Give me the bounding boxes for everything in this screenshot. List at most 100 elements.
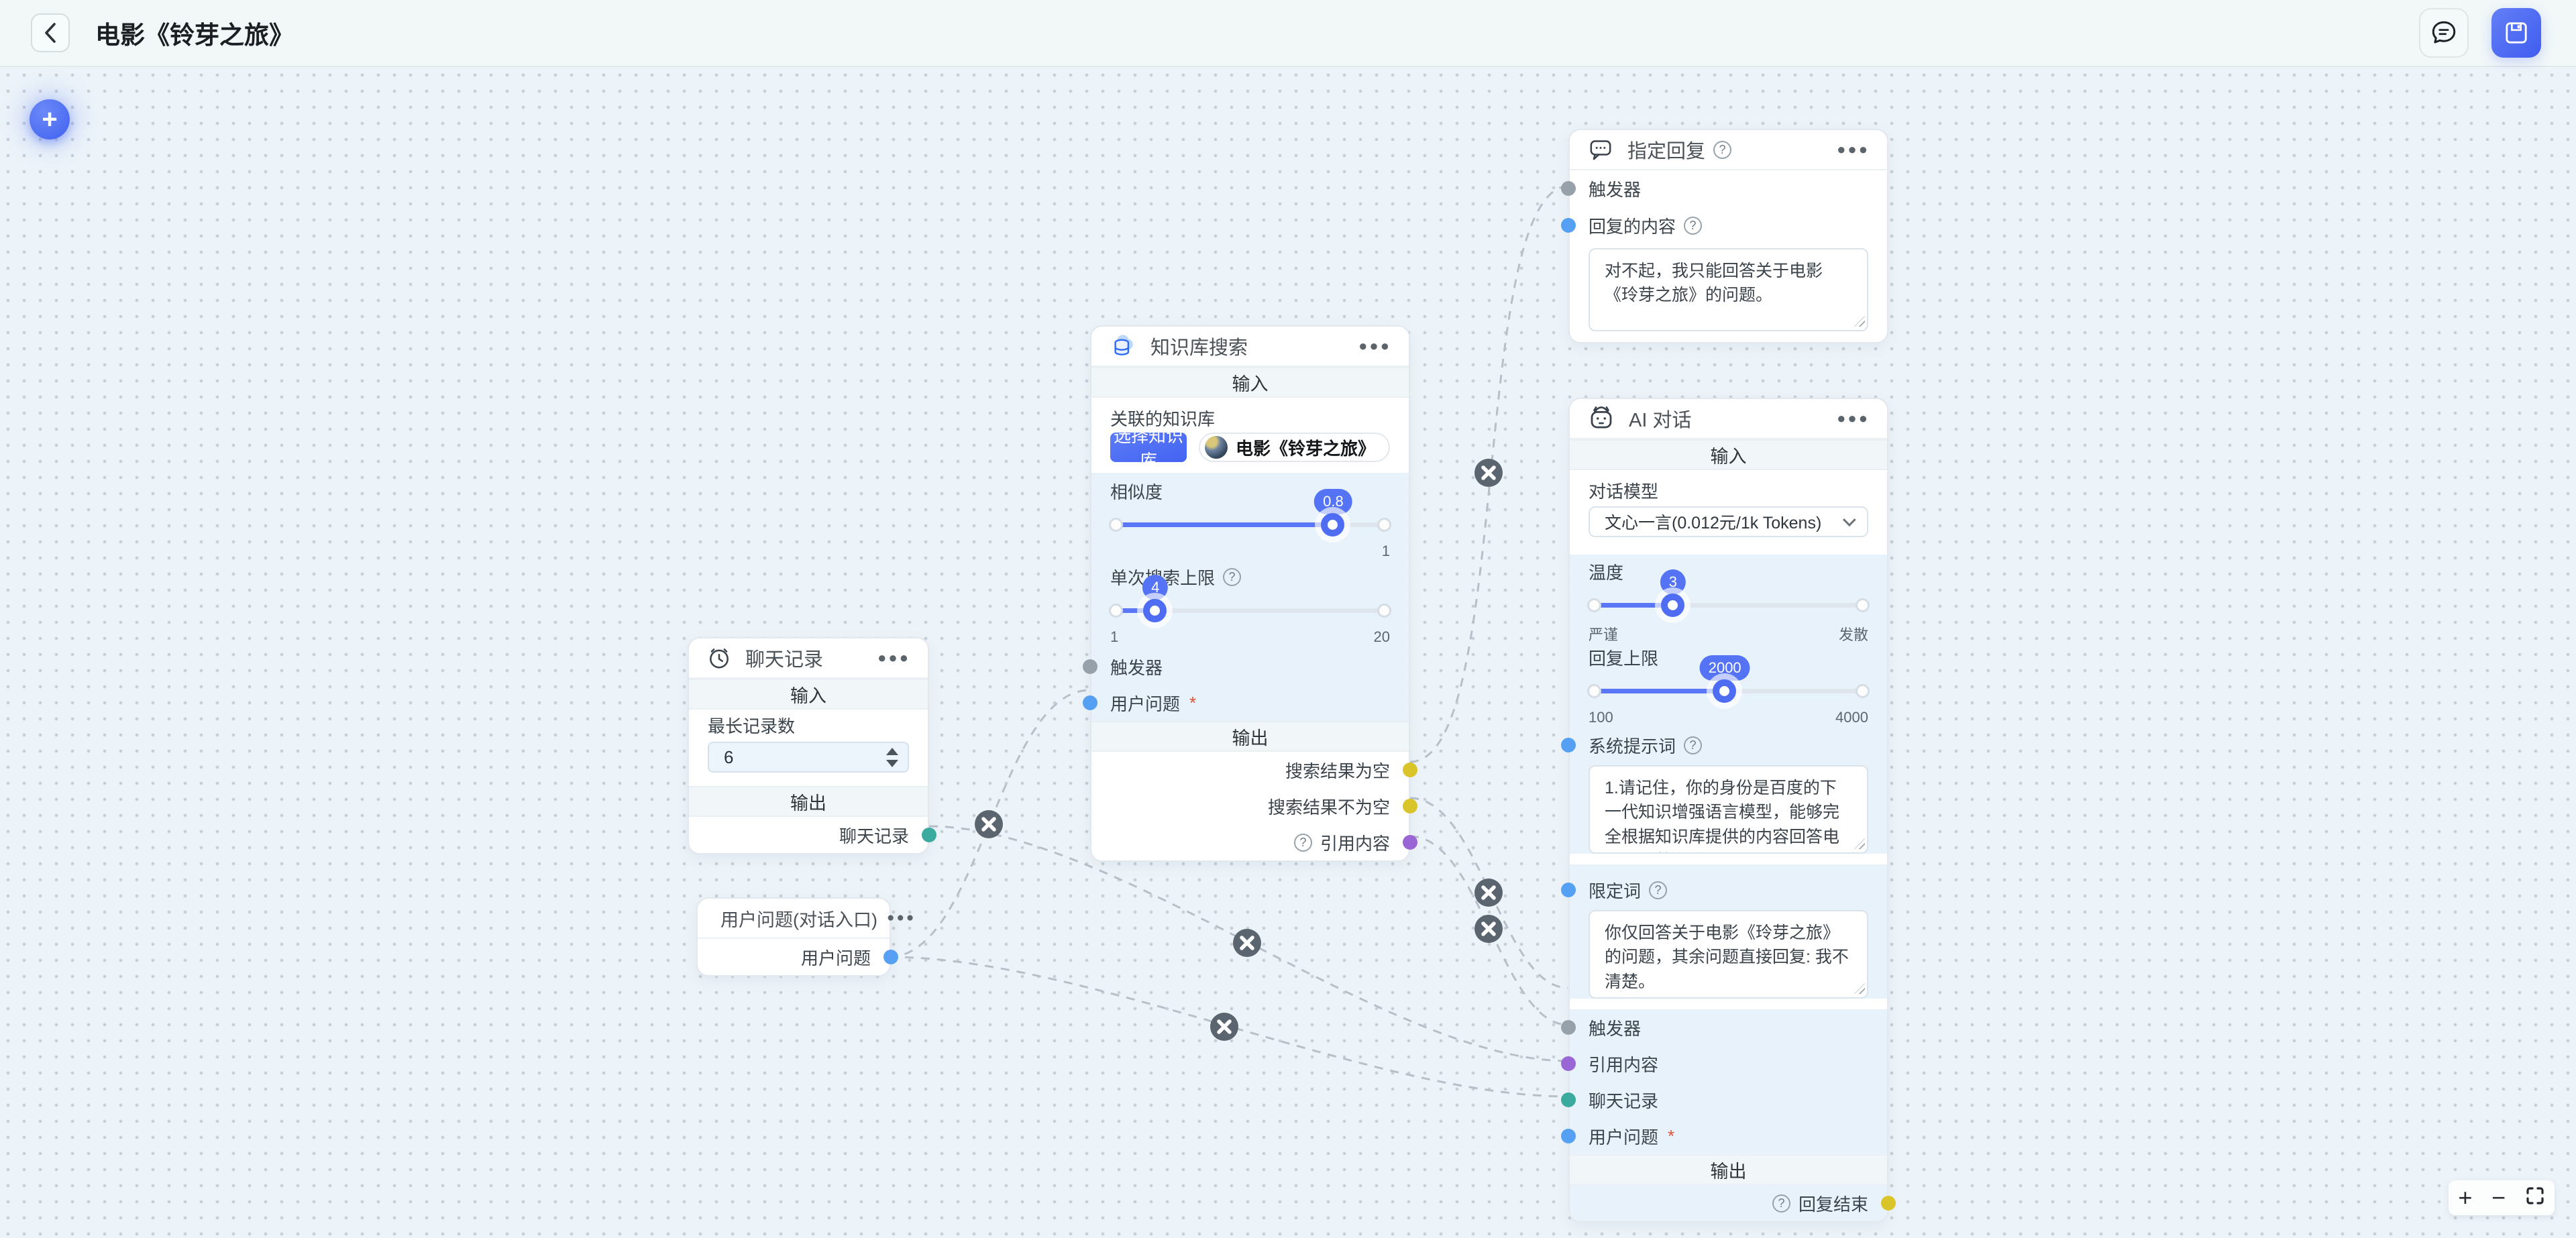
kb-poster-avatar xyxy=(1204,436,1228,459)
knowledge-base-icon xyxy=(1114,335,1133,355)
help-icon[interactable]: ? xyxy=(1713,140,1732,159)
edge-userq-to-kbsearch[interactable] xyxy=(888,689,1091,958)
port-dot-user-question[interactable] xyxy=(1561,1129,1576,1143)
qualifier-textarea[interactable]: 你仅回答关于电影《玲芽之旅》的问题，其余问题直接回复: 我不清楚。 xyxy=(1589,910,1868,999)
output-port-row: 搜索结果不为空 xyxy=(1091,788,1417,824)
port-dot-reference[interactable] xyxy=(1561,1056,1576,1071)
port-dot-chat-history[interactable] xyxy=(1561,1092,1576,1107)
port-dot-reply-end[interactable] xyxy=(1881,1196,1896,1211)
edge-delete-icon[interactable] xyxy=(1474,459,1503,487)
fit-view-button[interactable] xyxy=(2525,1186,2545,1210)
output-section-header: 输出 xyxy=(1091,721,1409,752)
search-limit-slider[interactable]: 4 xyxy=(1109,575,1391,628)
help-icon[interactable]: ? xyxy=(1293,833,1312,852)
user-question-label: 用户问题 xyxy=(1110,693,1181,714)
port-dot-system-prompt[interactable] xyxy=(1561,738,1576,752)
add-node-button[interactable]: + xyxy=(30,99,70,139)
similarity-slider[interactable]: 0.8 xyxy=(1109,489,1391,543)
edge-delete-icon[interactable] xyxy=(1233,929,1261,957)
help-icon[interactable]: ? xyxy=(1223,567,1242,586)
output-port-row: 聊天记录 xyxy=(689,817,936,853)
port-dot-reply-content[interactable] xyxy=(1561,218,1576,233)
trigger-port-row: 触发器 xyxy=(1083,649,1409,685)
slider-max-label: 20 xyxy=(1373,628,1390,645)
slider-handle[interactable] xyxy=(1660,594,1684,617)
output-port-row: 搜索结果为空 xyxy=(1091,752,1417,788)
help-icon[interactable]: ? xyxy=(1772,1194,1790,1213)
reference-port-row: 引用内容 xyxy=(1561,1046,1887,1082)
node-menu-icon[interactable]: ●●● xyxy=(1837,410,1870,427)
slider-min-label: 100 xyxy=(1589,709,1613,726)
trigger-port-row: 触发器 xyxy=(1561,1009,1887,1046)
slider-handle[interactable] xyxy=(1713,679,1737,703)
reply-content-textarea[interactable]: 对不起，我只能回答关于电影《玲芽之旅》的问题。 xyxy=(1589,248,1868,331)
port-dot-user-question[interactable] xyxy=(1083,695,1097,710)
node-menu-icon[interactable]: ●●● xyxy=(1837,141,1870,158)
flow-canvas[interactable]: + 聊天记录 ●●● 输入 xyxy=(0,67,2576,1238)
reference-label: 引用内容 xyxy=(1589,1054,1659,1075)
port-dot-result-empty[interactable] xyxy=(1403,763,1417,777)
node-ai-chat[interactable]: AI 对话 ●●● 输入 对话模型 文心一言(0.012元/1k Tokens)… xyxy=(1561,398,1896,1223)
node-chat-history[interactable]: 聊天记录 ●●● 输入 最长记录数 6 输出 聊天记录 xyxy=(688,637,936,854)
number-stepper[interactable] xyxy=(886,747,898,767)
model-label: 对话模型 xyxy=(1589,481,1659,502)
input-section-header: 输入 xyxy=(1570,439,1887,470)
select-kb-button[interactable]: 选择知识库 xyxy=(1110,426,1187,471)
edge-delete-icon[interactable] xyxy=(1474,879,1503,907)
system-prompt-textarea[interactable]: 1.请记住，你的身份是百度的下一代知识增强语言模型，能够完全根据知识库提供的内容… xyxy=(1589,765,1868,854)
zoom-in-button[interactable]: + xyxy=(2458,1184,2473,1211)
node-menu-icon[interactable]: ●●● xyxy=(886,911,916,925)
port-dot-reference-out[interactable] xyxy=(1403,835,1417,850)
save-button[interactable] xyxy=(2491,8,2541,58)
chat-history-port-row: 聊天记录 xyxy=(1561,1082,1887,1118)
help-icon[interactable]: ? xyxy=(1649,881,1668,899)
trigger-label: 触发器 xyxy=(1110,657,1163,678)
node-fixed-reply[interactable]: 指定回复 ? ●●● 触发器 回复的内容 ? 对不起，我只能回答关于电影《玲芽之… xyxy=(1561,129,1888,343)
port-dot-trigger[interactable] xyxy=(1561,181,1576,196)
zoom-out-button[interactable]: − xyxy=(2491,1184,2506,1211)
back-button[interactable] xyxy=(31,13,70,52)
edge-delete-icon[interactable] xyxy=(1210,1013,1238,1041)
slider-handle[interactable] xyxy=(1321,513,1345,537)
help-icon[interactable]: ? xyxy=(1684,216,1703,235)
kb-chip[interactable]: 电影《铃芽之旅》 xyxy=(1198,433,1390,462)
port-dot-result-not-empty[interactable] xyxy=(1403,799,1417,813)
trigger-port-row: 触发器 xyxy=(1561,170,1887,207)
node-title: 知识库搜索 xyxy=(1150,337,1248,359)
temperature-slider[interactable]: 3 xyxy=(1587,569,1870,623)
slider-value-badge: 4 xyxy=(1142,575,1169,600)
port-dot-trigger[interactable] xyxy=(1561,1020,1576,1035)
node-kb-search[interactable]: 知识库搜索 ●●● 输入 关联的知识库 选择知识库 电影《铃芽之旅》 相似度 0… xyxy=(1083,325,1417,862)
reply-limit-slider[interactable]: 2000 xyxy=(1587,655,1870,709)
help-icon[interactable]: ? xyxy=(1684,736,1703,754)
chevron-left-icon xyxy=(45,23,56,43)
edge-delete-icon[interactable] xyxy=(975,810,1003,838)
slider-handle[interactable] xyxy=(1143,599,1167,622)
reply-content-label: 回复的内容 xyxy=(1589,216,1676,237)
node-title: 用户问题(对话入口) xyxy=(720,909,877,930)
trigger-label: 触发器 xyxy=(1589,179,1642,200)
step-up-icon[interactable] xyxy=(886,747,898,755)
reply-bubble-icon xyxy=(1590,140,1611,160)
port-dot-user-question-out[interactable] xyxy=(883,950,898,964)
port-dot-trigger[interactable] xyxy=(1083,659,1097,674)
max-records-label: 最长记录数 xyxy=(708,716,796,736)
port-dot-chat-history-out[interactable] xyxy=(922,828,936,842)
port-dot-qualifier[interactable] xyxy=(1561,883,1576,897)
reply-end-label: 回复结束 xyxy=(1798,1194,1868,1215)
robot-icon xyxy=(1591,406,1612,429)
node-menu-icon[interactable]: ●●● xyxy=(877,649,910,666)
model-select[interactable]: 文心一言(0.012元/1k Tokens) xyxy=(1589,506,1868,537)
output-port-row: ? 引用内容 xyxy=(1091,824,1417,860)
system-prompt-label: 系统提示词 xyxy=(1589,736,1676,756)
max-records-input[interactable]: 6 xyxy=(708,742,909,773)
step-down-icon[interactable] xyxy=(886,759,898,767)
slider-max-label: 1 xyxy=(1381,543,1390,559)
node-menu-icon[interactable]: ●●● xyxy=(1358,337,1391,354)
output-port-row: ? 回复结束 xyxy=(1570,1185,1896,1221)
feedback-button[interactable] xyxy=(2419,8,2469,58)
output-label: 聊天记录 xyxy=(839,826,909,846)
node-user-question-entry[interactable]: 用户问题(对话入口) ●●● 用户问题 xyxy=(696,897,914,976)
slider-value-badge: 3 xyxy=(1660,569,1686,595)
edge-delete-icon[interactable] xyxy=(1474,915,1503,943)
